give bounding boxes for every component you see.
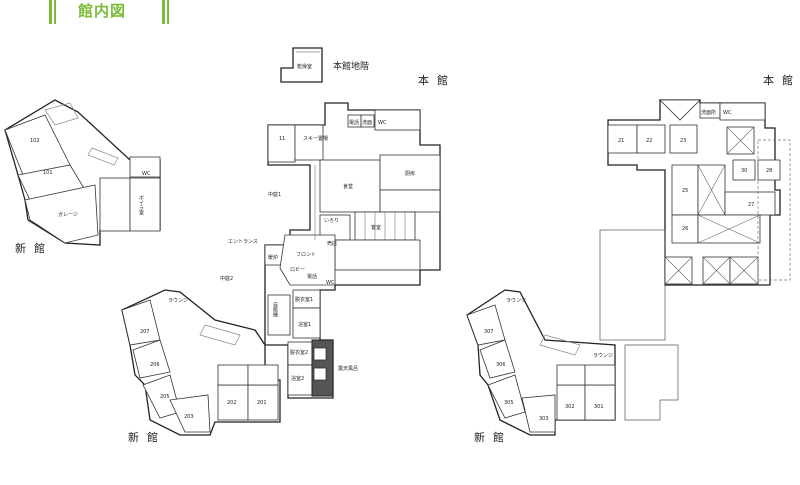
new-building-label-1: 新館 [128,430,166,444]
room-202: 202 [227,400,237,406]
room-305: 305 [504,400,514,406]
shop: 売店 [327,240,337,247]
wc-2: WC [326,280,335,286]
vending-machine: 自販機 [272,301,278,318]
lobby: ロビー [290,266,305,273]
room-306: 306 [496,362,506,368]
room-201: 201 [257,400,267,406]
boiler-room: ボイラ室 [138,194,144,215]
room-28: 28 [766,168,772,174]
courtyard-1: 中庭1 [268,191,281,198]
room-101: 101 [43,170,53,176]
ski-storage: スキー置場 [303,135,328,142]
basement-label: 本館地階 [333,60,369,72]
room-206: 206 [150,362,160,368]
entrance: エントランス [228,239,258,245]
room-27: 27 [748,202,754,208]
room-301: 301 [594,404,604,410]
bath-1: 浴室1 [298,321,311,328]
wc-1: WC [378,120,387,126]
room-207: 207 [140,329,150,335]
dressing-room-1: 脱衣室1 [295,296,313,303]
front-desk: フロント [296,252,316,258]
basement-plan: 乾燥室 [280,47,323,83]
dining: 食堂 [343,183,353,190]
room-303: 303 [539,416,549,422]
new-building-floor1 [121,289,281,436]
irori: いろり [324,218,339,224]
header-bar-left [49,0,52,24]
phone-2: 電話 [307,273,317,280]
main-building-label-1: 本館 [418,73,456,87]
courtyard-2: 中庭2 [220,275,233,282]
header-bar-right [162,0,165,24]
main-plan-floor2 [599,99,791,421]
lounge-1f: ラウンジ [168,297,188,304]
room-30: 30 [741,168,747,174]
header-bar-right-2 [167,0,169,24]
room-205: 205 [160,394,170,400]
main-plan-floor1 [264,102,441,399]
lounge-2f-1: ラウンジ [506,297,526,304]
new-building-label-2: 新館 [474,430,512,444]
bath-2: 浴室2 [291,375,304,382]
annex-wc: WC [142,171,151,177]
kitchen: 厨房 [405,170,415,177]
guest-room: 客室 [371,224,381,231]
room-26: 26 [682,226,688,232]
room-302: 302 [565,404,575,410]
main-building-label-2: 本館 [763,73,800,87]
room-203: 203 [184,414,194,420]
lounge-2f-2: ラウンジ [593,352,613,359]
room-23: 23 [680,138,686,144]
room-11: 11 [279,136,285,142]
washroom-2f: 洗面所 [701,109,716,116]
room-102: 102 [30,138,40,144]
annex-plan: 102 101 ガレージ ボイラ室 WC [4,99,161,246]
dressing-room-2: 脱衣室2 [290,349,308,356]
annex-label: 新館 [15,241,53,255]
room-307: 307 [484,329,494,335]
phone-1: 電話 [349,119,359,126]
outdoor-bath: 露天風呂 [338,366,358,372]
header-bar-left-2 [54,0,56,24]
room-drying: 乾燥室 [297,63,312,70]
page-title: 館内図 [78,2,127,20]
room-25: 25 [682,188,688,194]
wc-2f: WC [723,110,732,116]
washroom-1: 洗面 [362,119,372,126]
room-21: 21 [618,138,624,144]
fireplace: 暖炉 [268,254,278,261]
room-22: 22 [646,138,652,144]
garage: ガレージ [58,211,78,218]
new-building-floor2 [466,289,616,436]
